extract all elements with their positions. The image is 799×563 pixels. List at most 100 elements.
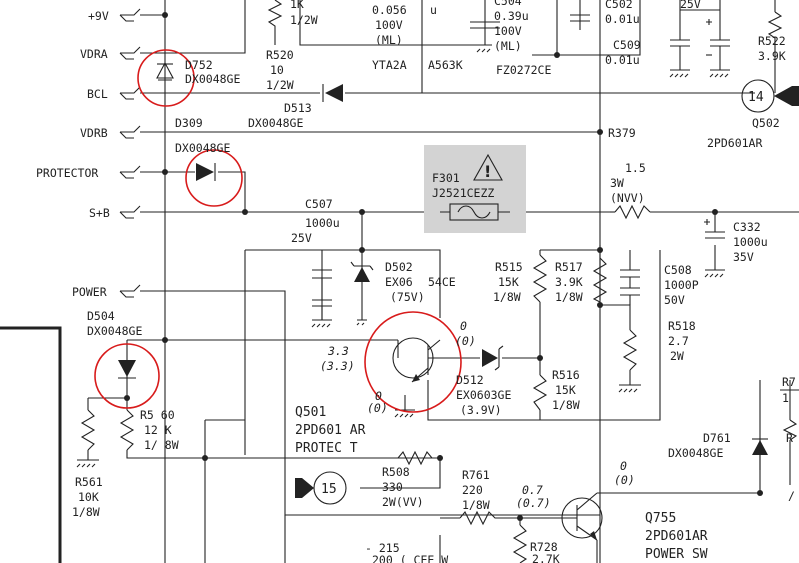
svg-text:R7: R7 [782,375,796,389]
red-highlight-circles [94,49,462,413]
junction-dots [124,12,763,521]
fuse-icon [440,203,510,221]
net-protector: PROTECTOR [36,166,98,180]
svg-text:C332: C332 [733,220,761,234]
svg-text:D502: D502 [385,260,413,274]
svg-text:(ML): (ML) [375,33,403,47]
svg-text:0.01u: 0.01u [605,12,640,26]
svg-text:FZ0272CE: FZ0272CE [496,63,551,77]
svg-text:R520: R520 [266,48,294,62]
svg-text:50V: 50V [664,293,685,307]
svg-text:2PD601AR: 2PD601AR [707,136,762,150]
d761-diode-icon [752,438,768,455]
q755-transistor-icon [560,492,603,541]
svg-text:100V: 100V [375,18,403,32]
svg-text:1/8W: 1/8W [462,498,490,512]
net-vdra: VDRA [80,47,108,61]
svg-text:D752: D752 [185,58,213,72]
svg-text:200 ( CEE W: 200 ( CEE W [372,553,448,563]
svg-text:0.39u: 0.39u [494,9,529,23]
svg-text:0: 0 [460,319,467,333]
svg-text:2W(VV): 2W(VV) [382,495,424,509]
svg-text:DX0048GE: DX0048GE [248,116,303,130]
svg-text:D504: D504 [87,309,115,323]
svg-text:(0.7): (0.7) [516,496,551,510]
svg-text:(ML): (ML) [494,39,522,53]
d502-zener-icon [350,261,374,282]
svg-text:R728: R728 [530,540,558,554]
q501-transistor-icon [392,337,441,383]
svg-text:C502: C502 [605,0,633,11]
svg-text:Q501: Q501 [295,405,326,420]
svg-text:1: 1 [782,391,789,405]
svg-text:220: 220 [462,483,483,497]
svg-text:25V: 25V [291,231,312,245]
d512-zener-icon [482,345,504,371]
fuse-f301-highlight-box [424,145,526,233]
svg-text:DX0048GE: DX0048GE [87,324,142,338]
svg-text:(75V): (75V) [390,290,425,304]
svg-text:35V: 35V [733,250,754,264]
svg-text:10: 10 [270,63,284,77]
svg-text:1/8W: 1/8W [552,398,580,412]
d504-diode-icon [118,360,136,379]
svg-text:1/8W: 1/8W [493,290,521,304]
svg-text:(NVV): (NVV) [610,191,645,205]
svg-text:1000P: 1000P [664,278,699,292]
highlight-d752 [137,49,195,107]
svg-text:EX06: EX06 [385,275,413,289]
svg-text:C508: C508 [664,263,692,277]
connector-15-icon: 15 [295,471,347,505]
svg-text:0.01u: 0.01u [605,53,640,67]
svg-text:R522: R522 [758,34,786,48]
svg-text:R761: R761 [462,468,490,482]
svg-text:15K: 15K [498,275,519,289]
svg-text:A563K: A563K [428,58,463,72]
highlight-d309 [185,149,243,207]
svg-text:/: / [788,489,795,503]
svg-text:1.5: 1.5 [625,161,646,175]
svg-text:2PD601 AR: 2PD601 AR [295,423,366,438]
svg-text:!: ! [484,162,491,181]
svg-text:1000u: 1000u [733,235,768,249]
resistor-icons [80,0,798,563]
svg-text:(0): (0) [367,401,388,415]
warning-icon: ! [473,153,503,181]
svg-text:54CE: 54CE [428,275,456,289]
svg-text:(0): (0) [455,334,476,348]
highlight-q501 [364,311,462,413]
svg-text:0: 0 [620,459,627,473]
svg-text:- 215: - 215 [365,541,400,555]
svg-text:15K: 15K [555,383,576,397]
svg-text:EX0603GE: EX0603GE [456,388,511,402]
d752-diode-icon [156,61,174,81]
svg-text:J2521CEZZ: J2521CEZZ [432,186,494,200]
svg-text:D512: D512 [456,373,484,387]
svg-text:R515: R515 [495,260,523,274]
connector-14-label: 14 [748,90,764,105]
d309-diode-icon [196,163,216,181]
svg-text:2W: 2W [670,349,684,363]
svg-text:1/8W: 1/8W [555,290,583,304]
net-9v: +9V [88,9,109,23]
svg-text:1/ 8W: 1/ 8W [144,438,179,452]
svg-text:C507: C507 [305,197,333,211]
svg-text:0.056: 0.056 [372,3,407,17]
svg-text:0.7: 0.7 [522,483,543,497]
highlight-d504 [94,343,160,409]
svg-text:POWER SW: POWER SW [645,547,708,562]
svg-text:2PD601AR: 2PD601AR [645,529,708,544]
svg-text:YTA2A: YTA2A [372,58,407,72]
connector-14-icon: 14 [741,79,799,113]
svg-text:D513: D513 [284,101,312,115]
connector-15-label: 15 [321,482,337,497]
svg-text:D761: D761 [703,431,731,445]
svg-text:3.3: 3.3 [327,344,349,358]
svg-text:D309: D309 [175,116,203,130]
net-power: POWER [72,285,107,299]
svg-text:(3.9V): (3.9V) [460,403,502,417]
svg-text:u: u [430,3,437,17]
svg-text:R5 60: R5 60 [140,408,175,422]
svg-text:R508: R508 [382,465,410,479]
